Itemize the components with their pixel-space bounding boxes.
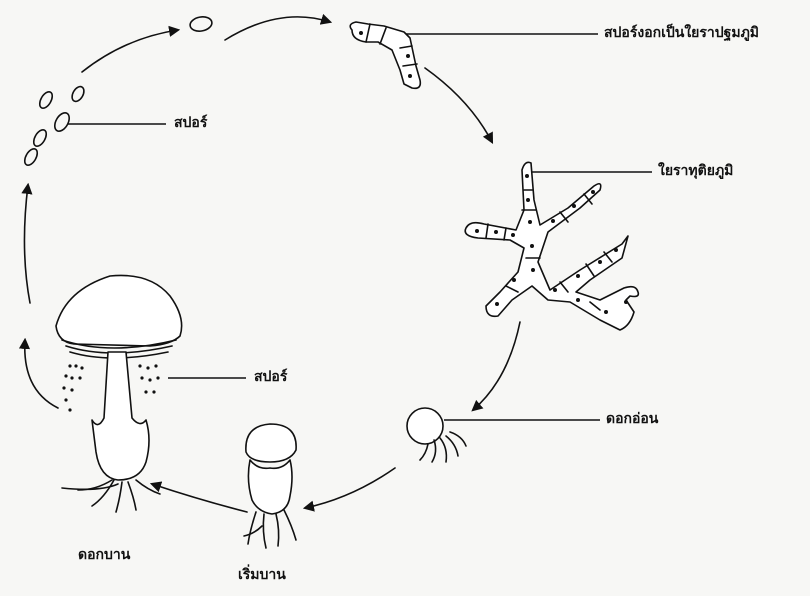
germinating-spore bbox=[350, 22, 420, 88]
label-young-bud: ดอกอ่อน bbox=[606, 412, 658, 426]
cycle-arrow-mature-release-spores bbox=[25, 340, 58, 408]
cycle-arrow-spores-to-germination bbox=[225, 17, 330, 40]
spore-group-left bbox=[22, 85, 86, 168]
label-secondary-mycelium: ใยราทุติยภูมิ bbox=[658, 164, 733, 178]
cycle-arrow-germination-to-secondary bbox=[425, 68, 492, 142]
mature-mushroom bbox=[56, 275, 182, 512]
label-mature-mushroom: ดอกบาน bbox=[78, 548, 130, 562]
label-primary-mycelium: สปอร์งอกเป็นใยราปฐมภูมิ bbox=[604, 26, 759, 40]
secondary-mycelium bbox=[465, 162, 638, 330]
cycle-arrow-up-to-spores bbox=[24, 185, 30, 303]
label-spores-top: สปอร์ bbox=[174, 116, 207, 130]
cycle-arrow-secondary-to-bud bbox=[473, 322, 520, 410]
cycle-arrow-opening-to-mature bbox=[152, 484, 247, 512]
opening-mushroom bbox=[244, 424, 296, 548]
label-spores-cap: สปอร์ bbox=[254, 370, 287, 384]
young-bud bbox=[407, 408, 466, 462]
label-opening-mushroom: เริ่มบาน bbox=[238, 568, 286, 582]
cycle-arrow-spores-to-top bbox=[82, 30, 178, 72]
cycle-arrow-bud-to-opening bbox=[305, 468, 395, 508]
spore-top bbox=[189, 15, 213, 33]
